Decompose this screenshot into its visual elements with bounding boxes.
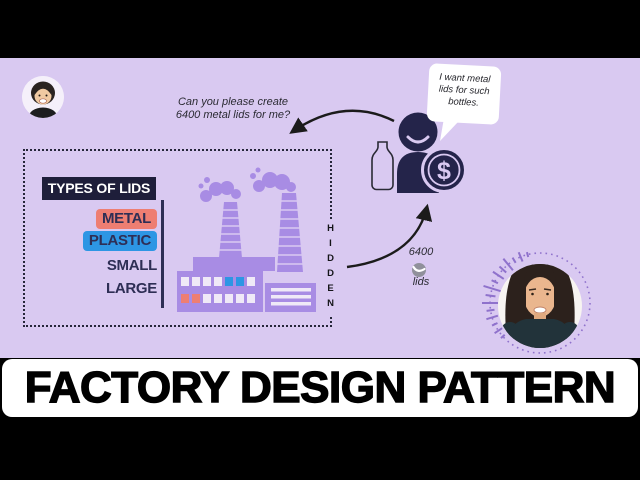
request-arrow: [289, 109, 395, 134]
factory-window: [214, 294, 222, 303]
factory-window: [181, 294, 189, 303]
presenter-photo-frame: [498, 264, 582, 348]
lid-type-large: LARGE: [105, 280, 157, 297]
speech-bubble-tail: [440, 118, 458, 141]
delivery-arrow: [346, 203, 433, 269]
factory-window: [225, 277, 233, 286]
dollar-coin-icon: $: [421, 147, 467, 193]
factory-window: [203, 294, 211, 303]
factory-window: [225, 294, 233, 303]
factory-window: [203, 277, 211, 286]
factory-window: [192, 294, 200, 303]
request-line-2: 6400 metal lids for me?: [175, 108, 291, 121]
factory-window: [214, 277, 222, 286]
presenter-photo: [498, 264, 582, 348]
letterbox-top: [0, 0, 640, 58]
lid-type-metal: METAL: [95, 209, 157, 229]
factory-window: [181, 277, 189, 286]
dollar-glyph: $: [437, 157, 451, 185]
title-banner: FACTORY DESIGN PATTERN: [2, 359, 638, 417]
factory-window: [236, 277, 244, 286]
factory-icon: [177, 167, 316, 312]
video-title: FACTORY DESIGN PATTERN: [24, 362, 616, 412]
factory-window: [247, 294, 255, 303]
speech-bubble: I want metal lids for such bottles.: [426, 63, 502, 125]
factory-window: [192, 277, 200, 286]
bottle-icon: [371, 141, 394, 191]
lid-unit: lids: [412, 276, 430, 288]
lid-type-plastic: PLASTIC: [82, 231, 157, 251]
hidden-label: HIDDEN: [325, 220, 336, 316]
lid-type-small: SMALL: [106, 257, 157, 274]
factory-window: [247, 277, 255, 286]
lid-icon: [412, 263, 426, 277]
factory-windows-row1: [181, 277, 255, 286]
client-person-icon: $: [397, 112, 467, 193]
factory-windows-row2: [181, 294, 255, 303]
request-text: Can you please create 6400 metal lids fo…: [166, 96, 300, 121]
viewer-avatar: [22, 76, 64, 118]
audio-waveform-icon: [482, 251, 530, 339]
label-divider-line: [161, 200, 164, 308]
viewer-avatar-art: [22, 76, 64, 118]
hidden-factory-box: [23, 149, 332, 327]
factory-window: [236, 294, 244, 303]
lid-count: 6400: [408, 246, 434, 258]
request-line-1: Can you please create: [177, 96, 289, 108]
types-of-lids-title: TYPES OF LIDS: [42, 177, 156, 200]
